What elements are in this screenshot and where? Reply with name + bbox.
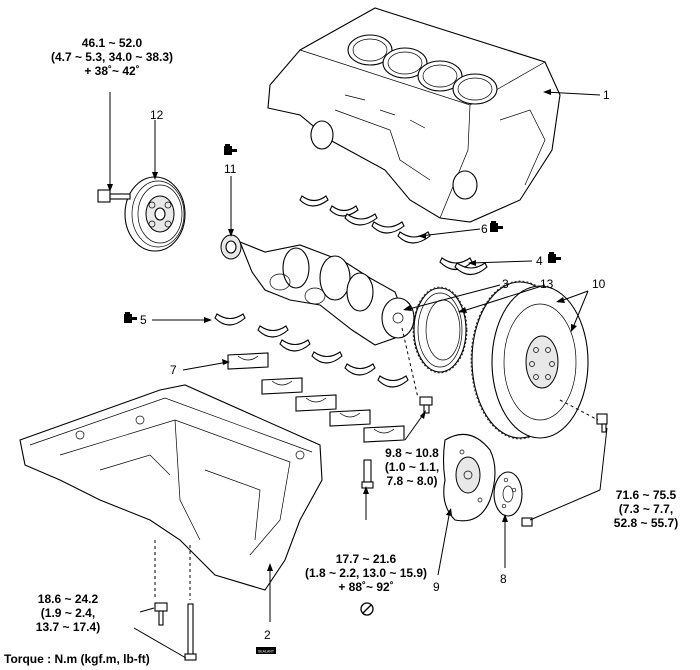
part-number-11: 11	[224, 162, 237, 176]
part-number-6: 6	[481, 222, 488, 236]
lower-main-bearings	[214, 313, 409, 388]
oil-can-icon	[548, 252, 561, 263]
leader-lines	[107, 89, 608, 659]
drive-plate-bolt-torque: 9.8 ~ 10.8 (1.0 ~ 1.1, 7.8 ~ 8.0)	[384, 446, 440, 488]
part-number-7: 7	[170, 363, 177, 377]
part-number-5: 5	[140, 313, 147, 327]
cylinder-block	[267, 7, 561, 223]
flywheel-bolts	[521, 413, 608, 527]
oil-can-icon	[490, 221, 503, 232]
crankshaft-pulley-bolt	[97, 189, 131, 203]
part-number-8: 8	[500, 572, 507, 586]
oil-pan	[19, 384, 323, 591]
oil-can-icon	[224, 144, 237, 155]
ring-gear-plate	[412, 286, 468, 374]
drive-plate-bolt	[419, 396, 433, 414]
sealant-tube-icon: SEALANT	[256, 647, 276, 654]
no-reuse-icon	[360, 602, 374, 616]
main-bearing-cap-bolt	[361, 459, 374, 489]
adapter-plate	[493, 471, 523, 517]
part-number-2: 2	[264, 628, 271, 642]
crank-pulley-bolt-torque: 46.1 ~ 52.0 (4.7 ~ 5.3, 34.0 ~ 38.3) + 3…	[50, 36, 174, 78]
oil-pan-bolt-torque: 18.6 ~ 24.2 (1.9 ~ 2.4, 13.7 ~ 17.4)	[35, 592, 101, 634]
oil-can-icon	[124, 312, 137, 323]
flywheel	[470, 280, 589, 440]
main-cap-bolt-torque: 17.7 ~ 21.6 (1.8 ~ 2.2, 13.0 ~ 15.9) + 8…	[304, 552, 428, 594]
part-number-1: 1	[603, 88, 610, 102]
svg-text:SEALANT: SEALANT	[258, 650, 275, 654]
main-bearing-caps	[227, 352, 405, 443]
crankshaft-sprocket	[220, 234, 242, 260]
thrust-bearings	[439, 257, 488, 276]
part-number-4: 4	[536, 254, 543, 268]
part-number-12: 12	[150, 108, 164, 122]
upper-main-bearings	[299, 195, 431, 244]
part-number-9: 9	[433, 580, 440, 594]
part-number-10: 10	[592, 277, 606, 291]
torque-units-footer: Torque : N.m (kgf.m, lb-ft)	[4, 652, 150, 666]
flywheel-bolt-torque: 71.6 ~ 75.5 (7.3 ~ 7.7, 52.8 ~ 55.7)	[613, 488, 679, 530]
part-number-3: 3	[502, 277, 509, 291]
part-number-13: 13	[540, 277, 554, 291]
drive-plate	[442, 433, 496, 522]
oil-pan-bolts	[154, 602, 197, 661]
crankshaft-pulley	[124, 176, 186, 252]
